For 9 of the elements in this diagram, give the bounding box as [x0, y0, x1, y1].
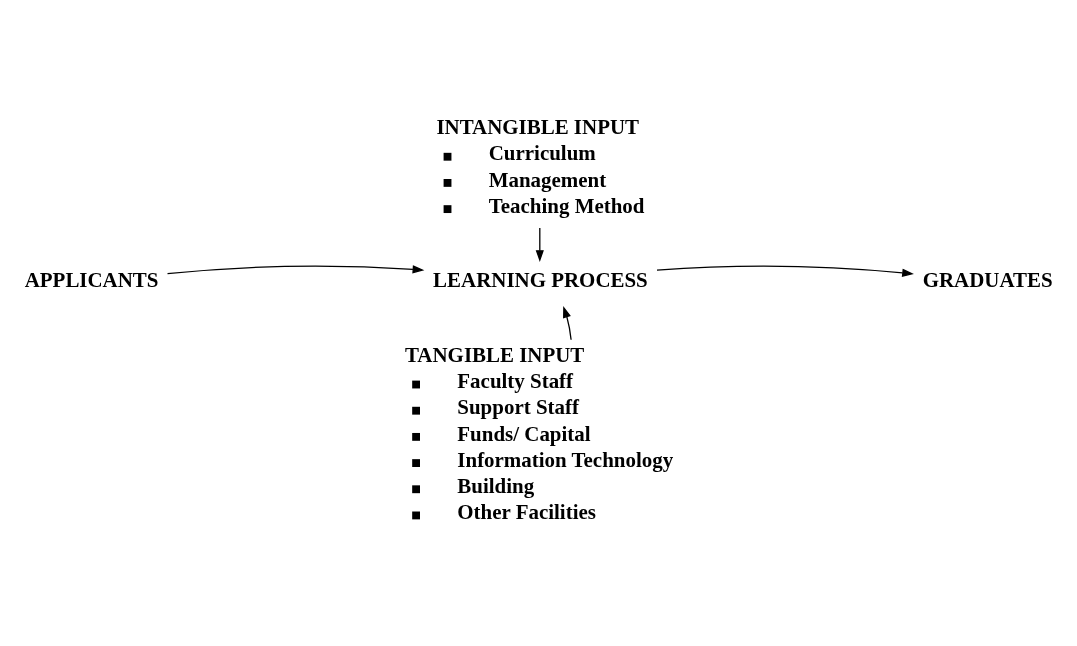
arrow [166, 265, 425, 275]
arrow [563, 306, 572, 341]
node-text: LEARNING PROCESS [433, 268, 648, 293]
node-text: GRADUATES [922, 268, 1053, 293]
arrow [535, 227, 544, 262]
node-text: INTANGIBLE INPUT Curriculum Management Teaching Method [436, 115, 645, 218]
node-text: APPLICANTS [24, 268, 159, 293]
node-text: TANGIBLE INPUT Faculty Staff Support Staff Funds/ Capital Information Technology Building Other Facilities [404, 343, 674, 525]
arrow [656, 265, 914, 277]
